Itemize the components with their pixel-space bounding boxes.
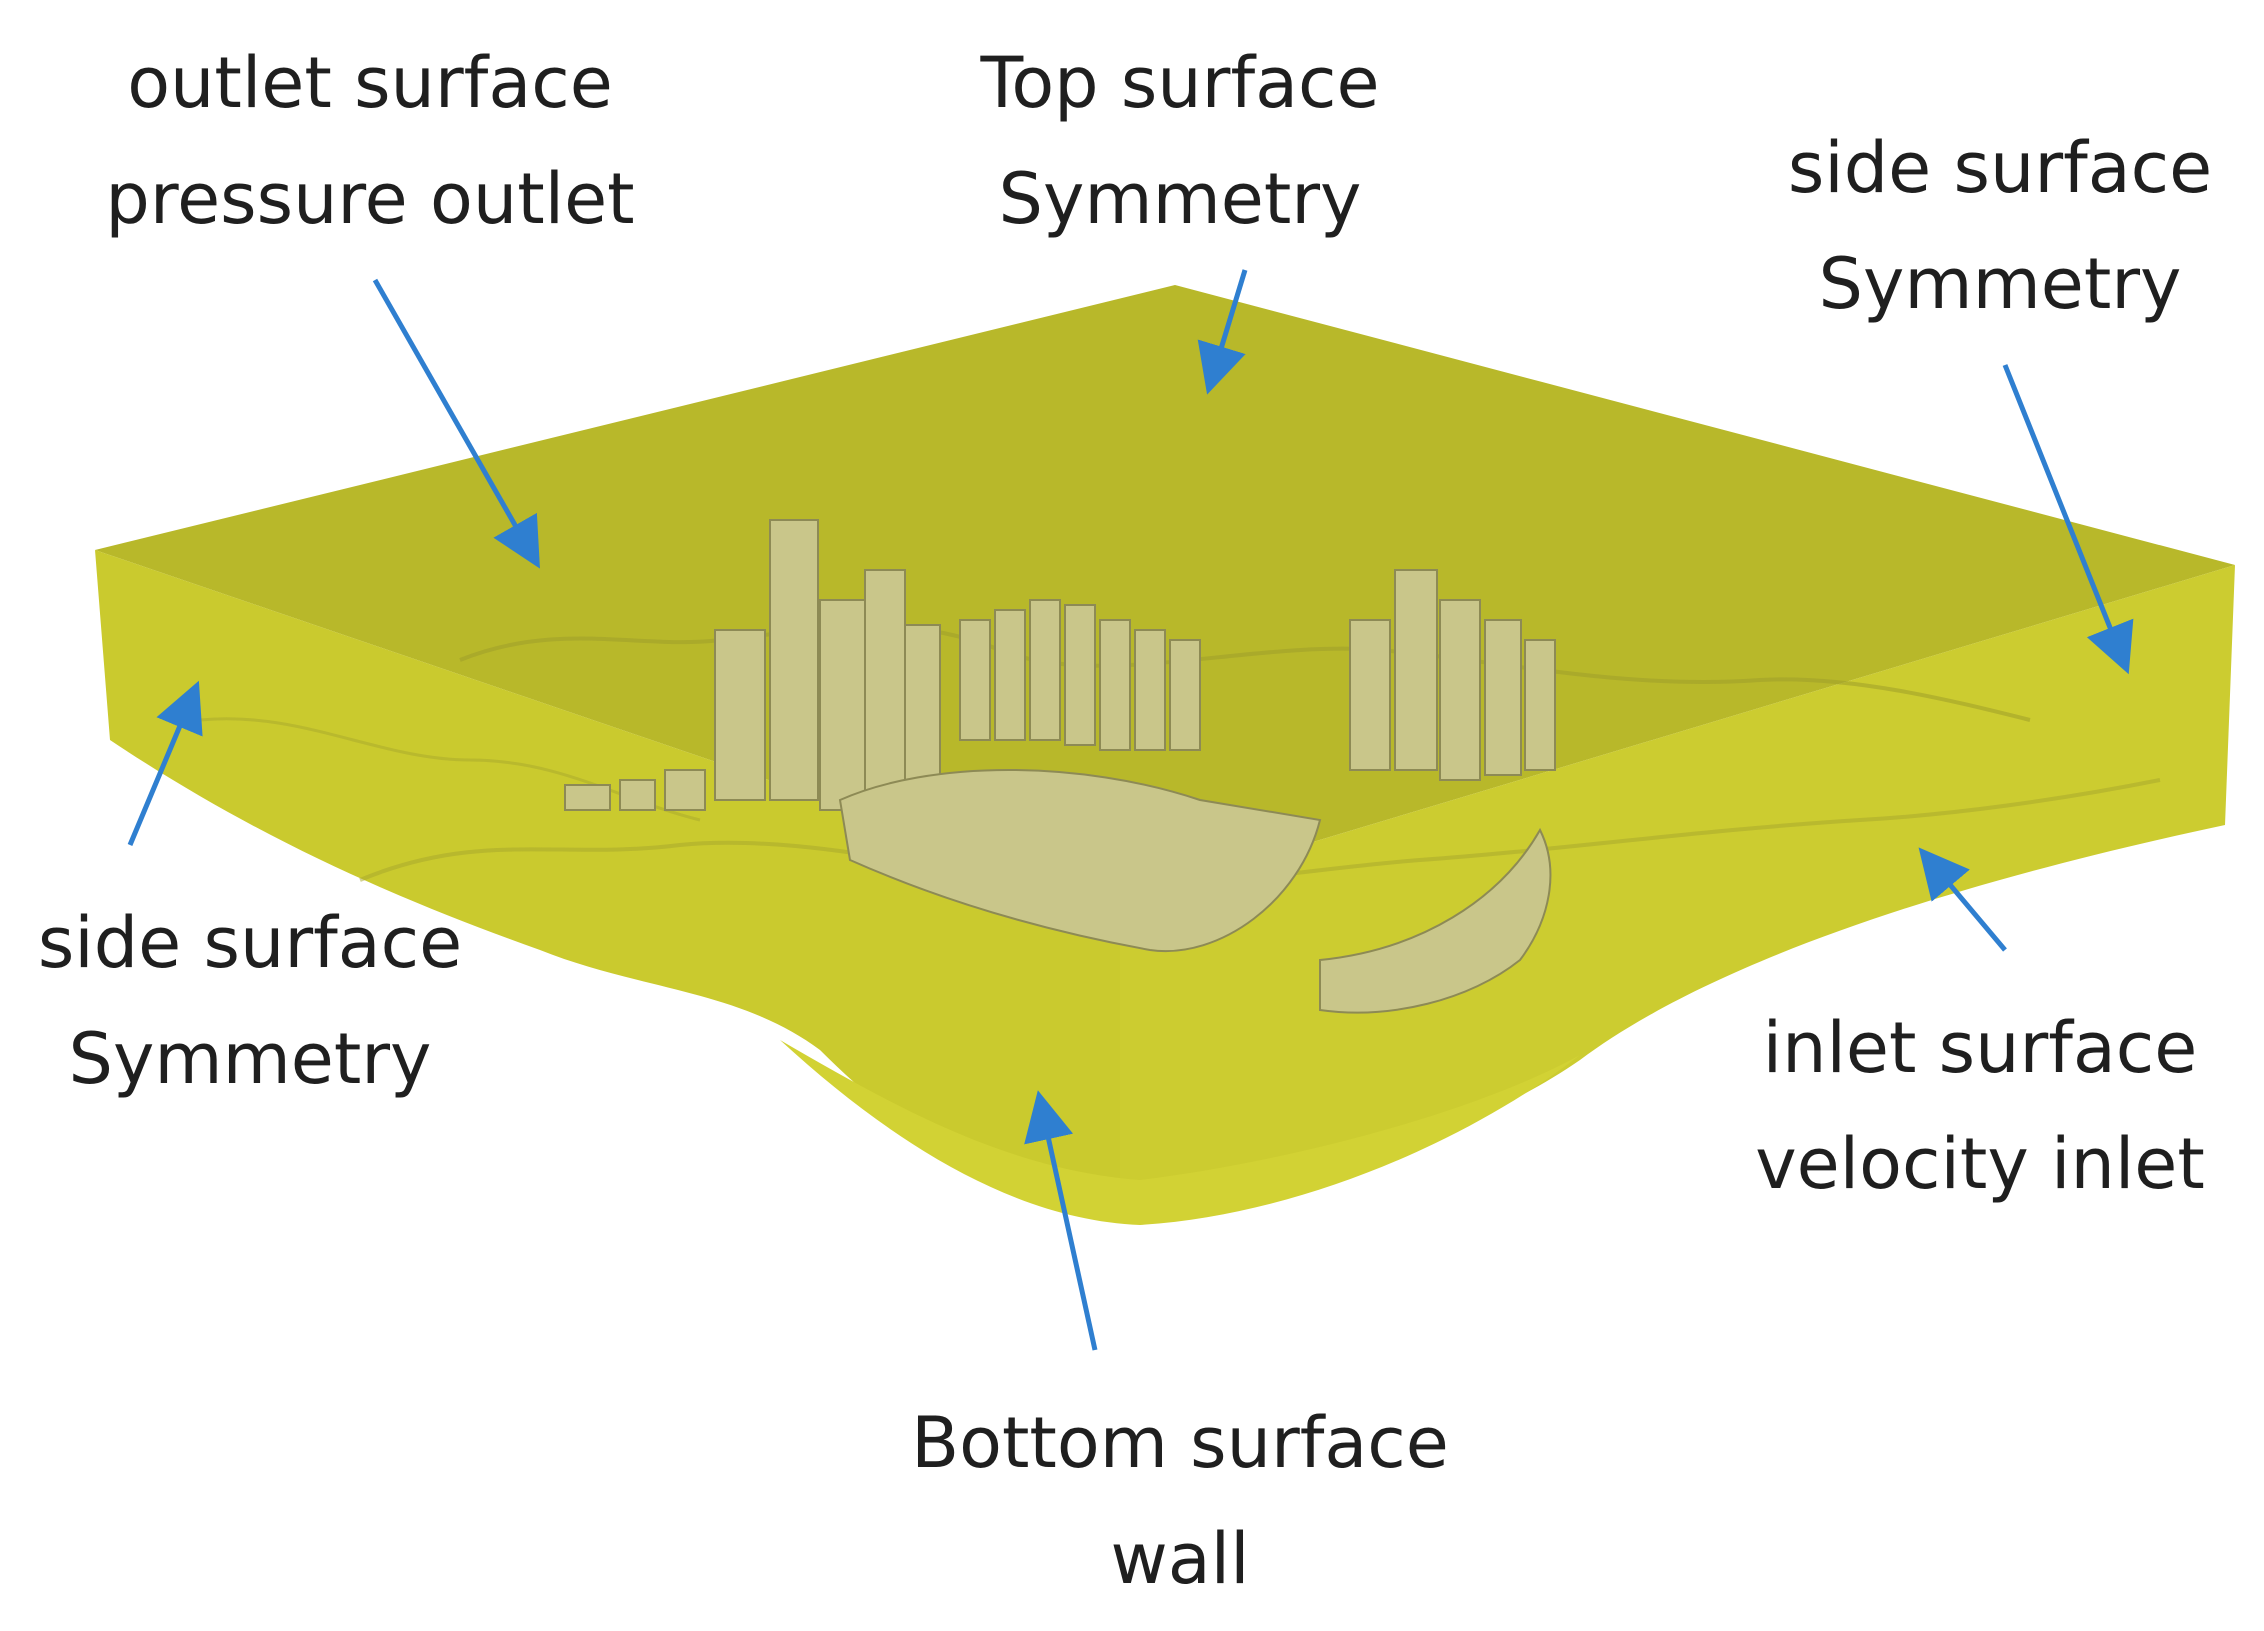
side-surface-left-label-line2: Symmetry — [68, 1018, 432, 1100]
building — [819, 599, 866, 811]
building — [994, 609, 1026, 741]
side-surface-right-arrow — [2002, 364, 2134, 675]
side-surface-left-label-line1: side surface — [37, 902, 463, 984]
building — [769, 519, 819, 801]
building — [864, 569, 906, 801]
top-surface-face — [95, 285, 2235, 900]
bottom-surface-arrow — [1024, 1090, 1098, 1351]
building — [904, 624, 941, 801]
side-surface-left-label: side surface Symmetry — [0, 885, 500, 1117]
building — [619, 779, 656, 811]
outlet-surface-label-line1: outlet surface — [127, 42, 613, 124]
bottom-surface-label-line1: Bottom surface — [911, 1402, 1449, 1484]
building — [1064, 604, 1096, 746]
building — [1029, 599, 1061, 741]
right-side-face — [1120, 565, 2235, 1215]
building — [1169, 639, 1201, 751]
building — [564, 784, 611, 811]
stadium-structure — [838, 769, 1322, 953]
left-side-face — [95, 550, 1120, 1215]
building — [1524, 639, 1556, 771]
side-surface-right-label-line2: Symmetry — [1818, 243, 2182, 325]
side-surface-right-label: side surface Symmetry — [1740, 110, 2260, 342]
stadium-structure — [1319, 827, 1552, 1014]
building-cluster — [564, 519, 1556, 1014]
building — [1134, 629, 1166, 751]
building — [1349, 619, 1391, 771]
bottom-surface-label: Bottom surface wall — [860, 1385, 1500, 1617]
inlet-surface-label-line2: velocity inlet — [1755, 1123, 2205, 1205]
top-surface-label-line2: Symmetry — [998, 158, 1362, 240]
top-surface-arrow — [1197, 269, 1248, 395]
outlet-surface-label-line2: pressure outlet — [105, 158, 635, 240]
bottom-surface-face — [780, 1040, 1580, 1225]
building — [1099, 619, 1131, 751]
side-surface-right-label-line1: side surface — [1787, 127, 2213, 209]
building — [1439, 599, 1481, 781]
building — [664, 769, 706, 811]
inlet-surface-label: inlet surface velocity inlet — [1700, 990, 2260, 1222]
building — [1484, 619, 1522, 776]
top-surface-label: Top surface Symmetry — [900, 25, 1460, 257]
outlet-surface-label: outlet surface pressure outlet — [70, 25, 670, 257]
bottom-surface-label-line2: wall — [1110, 1518, 1250, 1600]
building — [1394, 569, 1438, 771]
top-surface-label-line1: Top surface — [980, 42, 1380, 124]
side-surface-left-arrow — [127, 680, 203, 846]
inlet-surface-arrow — [1918, 847, 2007, 952]
inlet-surface-label-line1: inlet surface — [1762, 1007, 2198, 1089]
building — [959, 619, 991, 741]
outlet-surface-arrow — [372, 278, 540, 569]
building — [714, 629, 766, 801]
